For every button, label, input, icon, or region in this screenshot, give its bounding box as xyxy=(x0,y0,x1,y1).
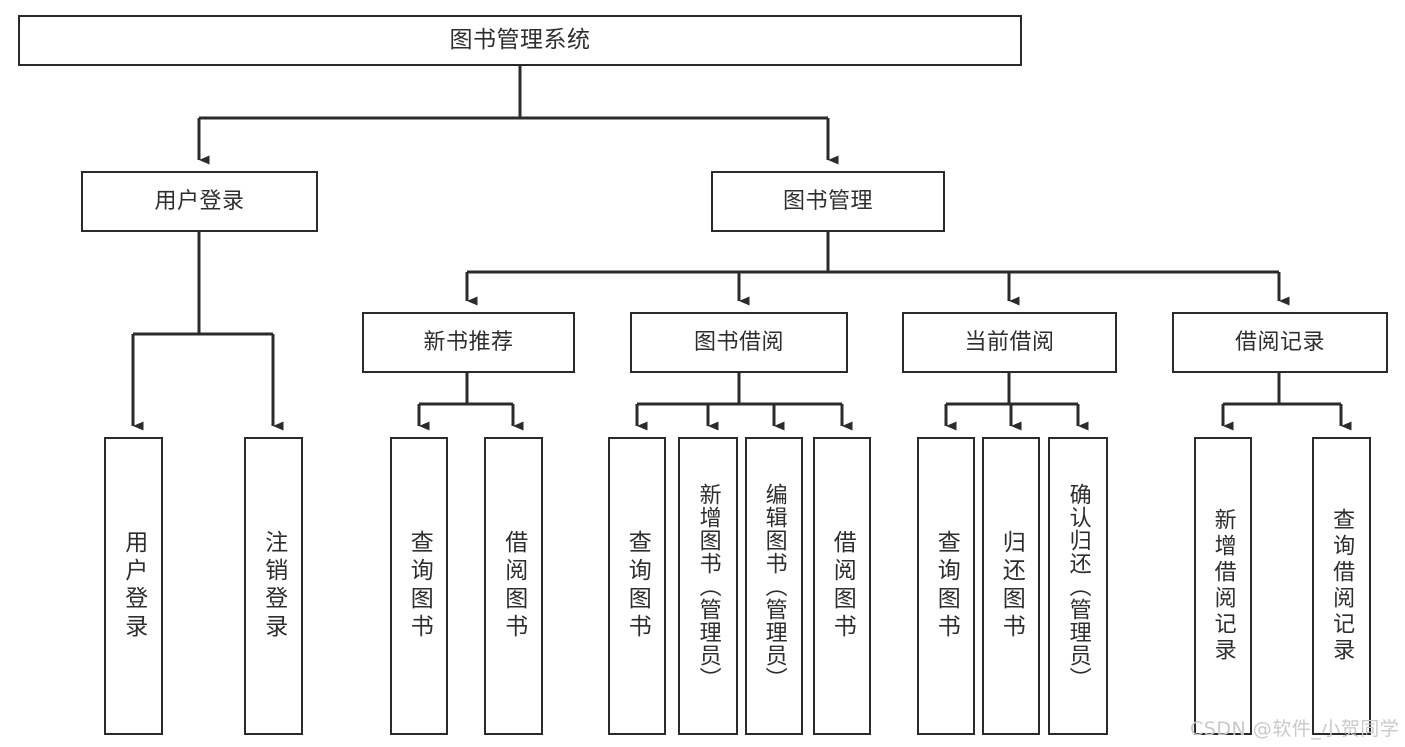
node-current-borrow[interactable]: 当前借阅 xyxy=(902,312,1117,373)
csdn-watermark: CSDN @软件_小贺同学 xyxy=(1190,718,1400,740)
leaf-add-borrow-record-label: 新增借阅记录 xyxy=(1210,508,1236,664)
leaf-query-book-borrow[interactable]: 查询图书 xyxy=(608,437,666,735)
leaf-borrow-book[interactable]: 借阅图书 xyxy=(813,437,871,735)
leaf-borrow-book-label: 借阅图书 xyxy=(829,530,856,642)
leaf-user-login-label: 用户登录 xyxy=(120,530,147,642)
leaf-borrow-book-newbook-label: 借阅图书 xyxy=(500,530,527,642)
leaf-query-book-newbook-label: 查询图书 xyxy=(406,530,433,642)
leaf-user-login[interactable]: 用户登录 xyxy=(104,437,163,735)
node-new-book-recommend-label: 新书推荐 xyxy=(423,329,514,355)
leaf-edit-book-admin[interactable]: 编辑图书（管理员） xyxy=(745,437,803,735)
leaf-query-borrow-record-label: 查询借阅记录 xyxy=(1329,508,1355,664)
leaf-confirm-return-admin[interactable]: 确认归还（管理员） xyxy=(1048,437,1108,735)
leaf-query-book-current-label: 查询图书 xyxy=(933,530,960,642)
leaf-query-book-borrow-label: 查询图书 xyxy=(624,530,651,642)
leaf-add-book-admin[interactable]: 新增图书（管理员） xyxy=(678,437,738,735)
node-root-label: 图书管理系统 xyxy=(449,27,591,54)
node-book-borrow[interactable]: 图书借阅 xyxy=(630,312,848,373)
node-new-book-recommend[interactable]: 新书推荐 xyxy=(362,312,575,373)
node-user-login[interactable]: 用户登录 xyxy=(81,171,318,232)
leaf-edit-book-admin-label: 编辑图书（管理员） xyxy=(761,482,787,690)
node-user-login-label: 用户登录 xyxy=(154,188,245,214)
leaf-query-borrow-record[interactable]: 查询借阅记录 xyxy=(1312,437,1371,735)
leaf-add-borrow-record[interactable]: 新增借阅记录 xyxy=(1194,437,1252,735)
leaf-logout[interactable]: 注销登录 xyxy=(244,437,303,735)
node-root[interactable]: 图书管理系统 xyxy=(18,15,1022,66)
leaf-logout-label: 注销登录 xyxy=(260,530,287,642)
node-book-management[interactable]: 图书管理 xyxy=(711,171,945,232)
leaf-query-book-current[interactable]: 查询图书 xyxy=(917,437,975,735)
node-book-borrow-label: 图书借阅 xyxy=(693,329,784,355)
leaf-add-book-admin-label: 新增图书（管理员） xyxy=(695,482,721,690)
node-current-borrow-label: 当前借阅 xyxy=(964,329,1055,355)
node-borrow-record-label: 借阅记录 xyxy=(1234,329,1325,355)
leaf-query-book-newbook[interactable]: 查询图书 xyxy=(390,437,448,735)
leaf-return-book[interactable]: 归还图书 xyxy=(982,437,1040,735)
leaf-borrow-book-newbook[interactable]: 借阅图书 xyxy=(484,437,543,735)
leaf-confirm-return-admin-label: 确认归还（管理员） xyxy=(1065,482,1091,690)
node-book-management-label: 图书管理 xyxy=(782,188,873,214)
node-borrow-record[interactable]: 借阅记录 xyxy=(1172,312,1388,373)
leaf-return-book-label: 归还图书 xyxy=(998,530,1025,642)
